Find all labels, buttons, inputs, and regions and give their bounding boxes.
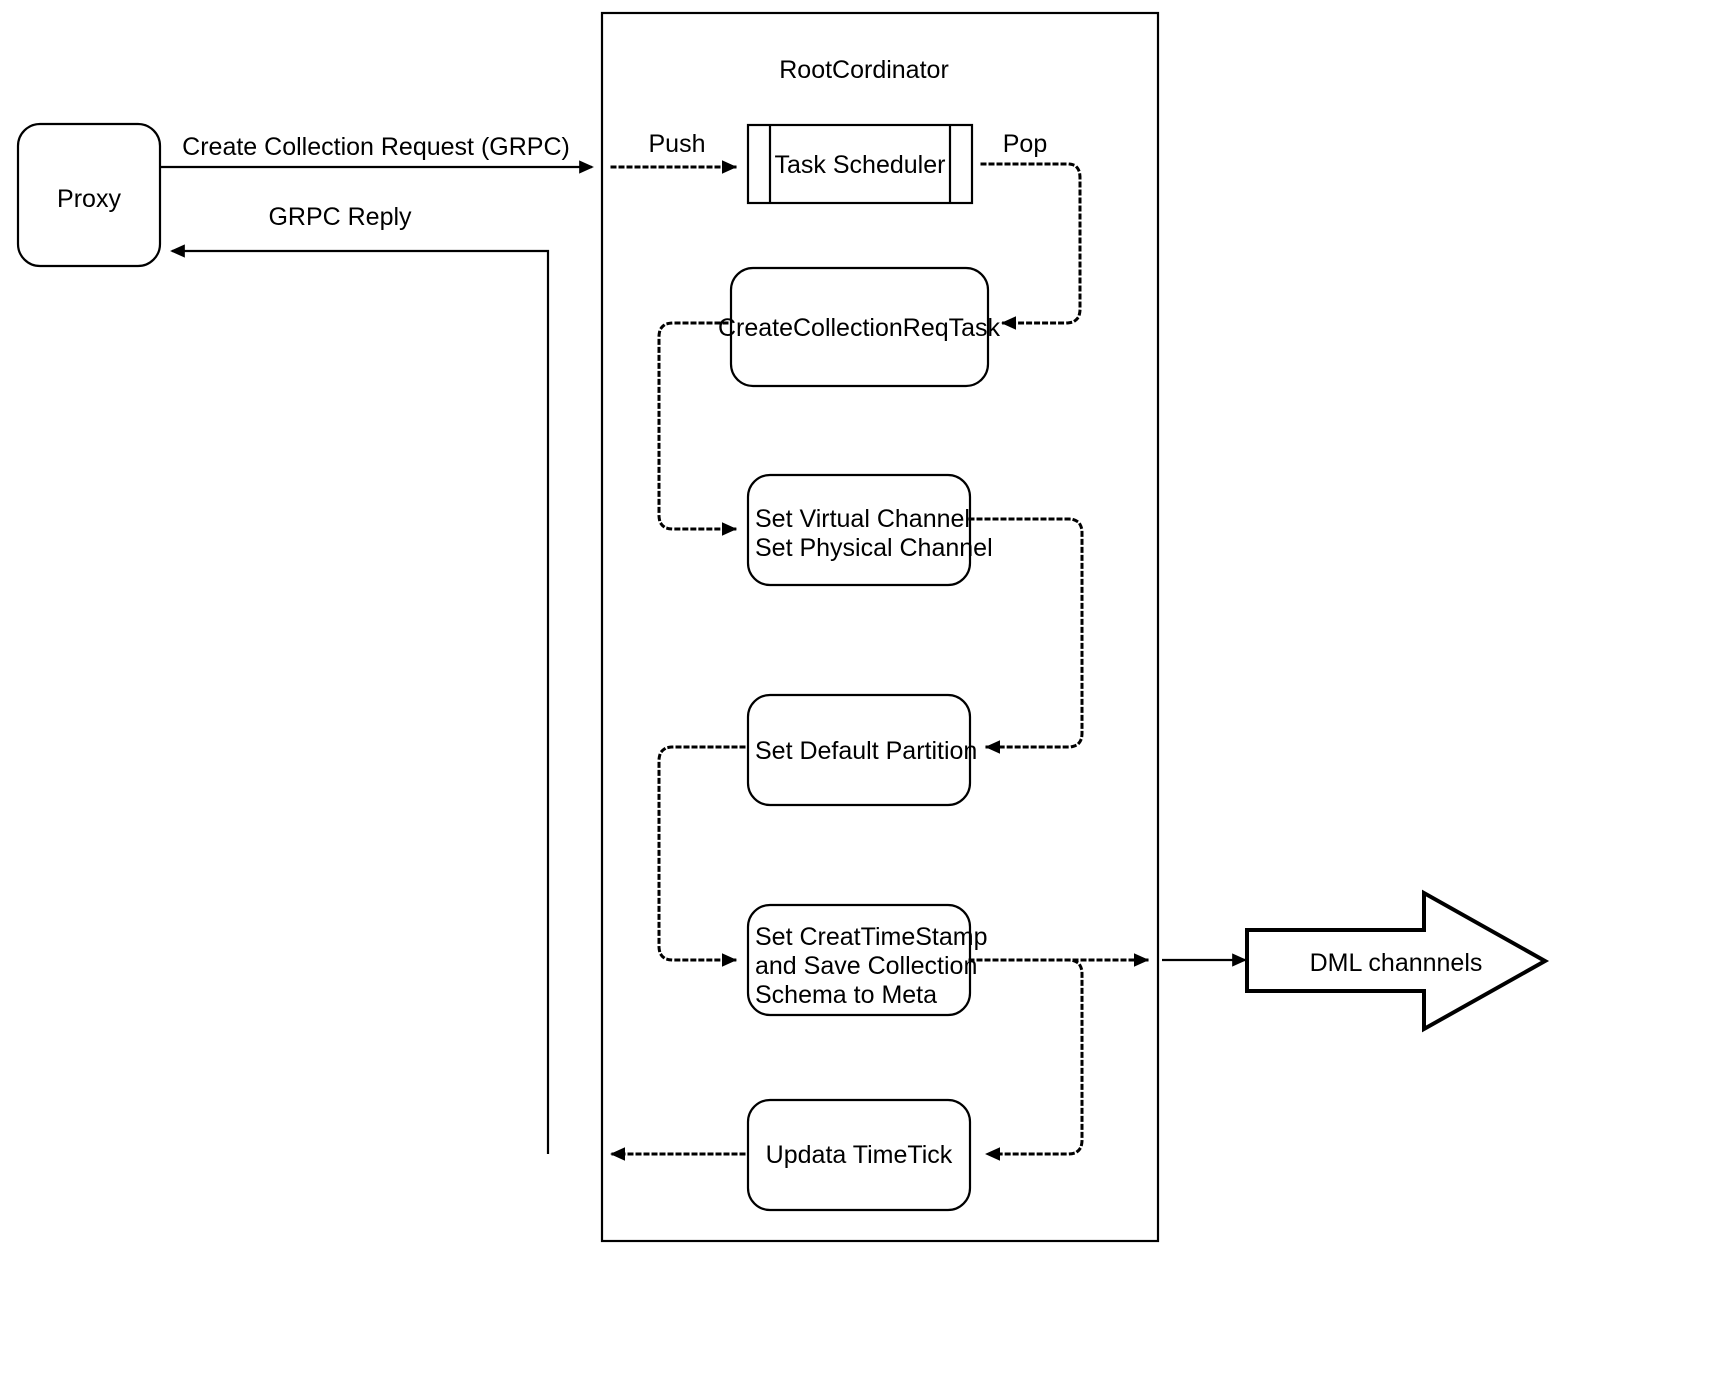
edge-timestamp-to-timetick [968, 958, 1084, 1161]
set-timestamp-label-line3: Schema to Meta [755, 981, 937, 1009]
task-scheduler-label: Task Scheduler [775, 151, 946, 179]
set-channel-label-line2: Set Physical Channel [755, 534, 993, 562]
pop-label: Pop [1003, 130, 1047, 158]
grpc-reply-line [170, 244, 550, 1154]
dml-channels-arrow-shape [1245, 889, 1550, 1033]
proxy-label: Proxy [57, 185, 121, 213]
node-set-timestamp[interactable]: Set CreatTimeStamp and Save Collection S… [746, 903, 987, 1017]
node-updata-timetick[interactable]: Updata TimeTick [746, 1098, 972, 1212]
updata-timetick-label: Updata TimeTick [766, 1141, 953, 1169]
edge-task-to-setchannel [657, 321, 737, 536]
edge-grpc-reply: GRPC Reply [170, 203, 550, 1154]
dml-channels-label: DML channnels [1310, 949, 1483, 977]
node-create-collection-req-task[interactable]: CreateCollectionReqTask [718, 266, 1001, 388]
node-task-scheduler[interactable]: Task Scheduler [746, 123, 974, 205]
updata-timetick-box [746, 1098, 972, 1212]
edge-create-collection-request: Create Collection Request (GRPC) [160, 133, 594, 174]
edge-partition-to-timestamp [657, 745, 746, 967]
timestamp-to-timetick-line [968, 958, 1084, 1161]
push-label: Push [649, 130, 706, 158]
set-timestamp-label-line2: and Save Collection [755, 952, 977, 980]
node-set-channel[interactable]: Set Virtual Channel Set Physical Channel [746, 473, 993, 587]
set-default-partition-box [746, 693, 972, 807]
set-timestamp-label-line1: Set CreatTimeStamp [755, 923, 987, 951]
set-channel-box [746, 473, 972, 587]
partition-to-timestamp-line [657, 745, 746, 967]
rootcordinator-label: RootCordinator [779, 56, 949, 84]
node-dml-channels[interactable]: DML channnels [1245, 889, 1550, 1033]
node-proxy[interactable]: Proxy [16, 122, 162, 268]
setchannel-to-partition-line [968, 517, 1084, 754]
task-to-setchannel-line [657, 321, 737, 536]
set-default-partition-label: Set Default Partition [755, 737, 977, 765]
pop-line [980, 162, 1082, 330]
set-channel-label-line1: Set Virtual Channel [755, 505, 970, 533]
edge-setchannel-to-partition [968, 517, 1084, 754]
create-collection-req-task-label: CreateCollectionReqTask [718, 314, 1001, 342]
proxy-box [16, 122, 162, 268]
rootcordinator-container: RootCordinator [600, 11, 1160, 1243]
edge-pop: Pop [980, 130, 1082, 330]
rootcordinator-border [600, 11, 1160, 1243]
create-collection-request-label: Create Collection Request (GRPC) [182, 133, 570, 161]
create-collection-req-task-box [729, 266, 990, 388]
node-set-default-partition[interactable]: Set Default Partition [746, 693, 977, 807]
edge-push: Push [610, 130, 737, 174]
grpc-reply-label: GRPC Reply [268, 203, 412, 231]
task-scheduler-box [746, 123, 974, 205]
